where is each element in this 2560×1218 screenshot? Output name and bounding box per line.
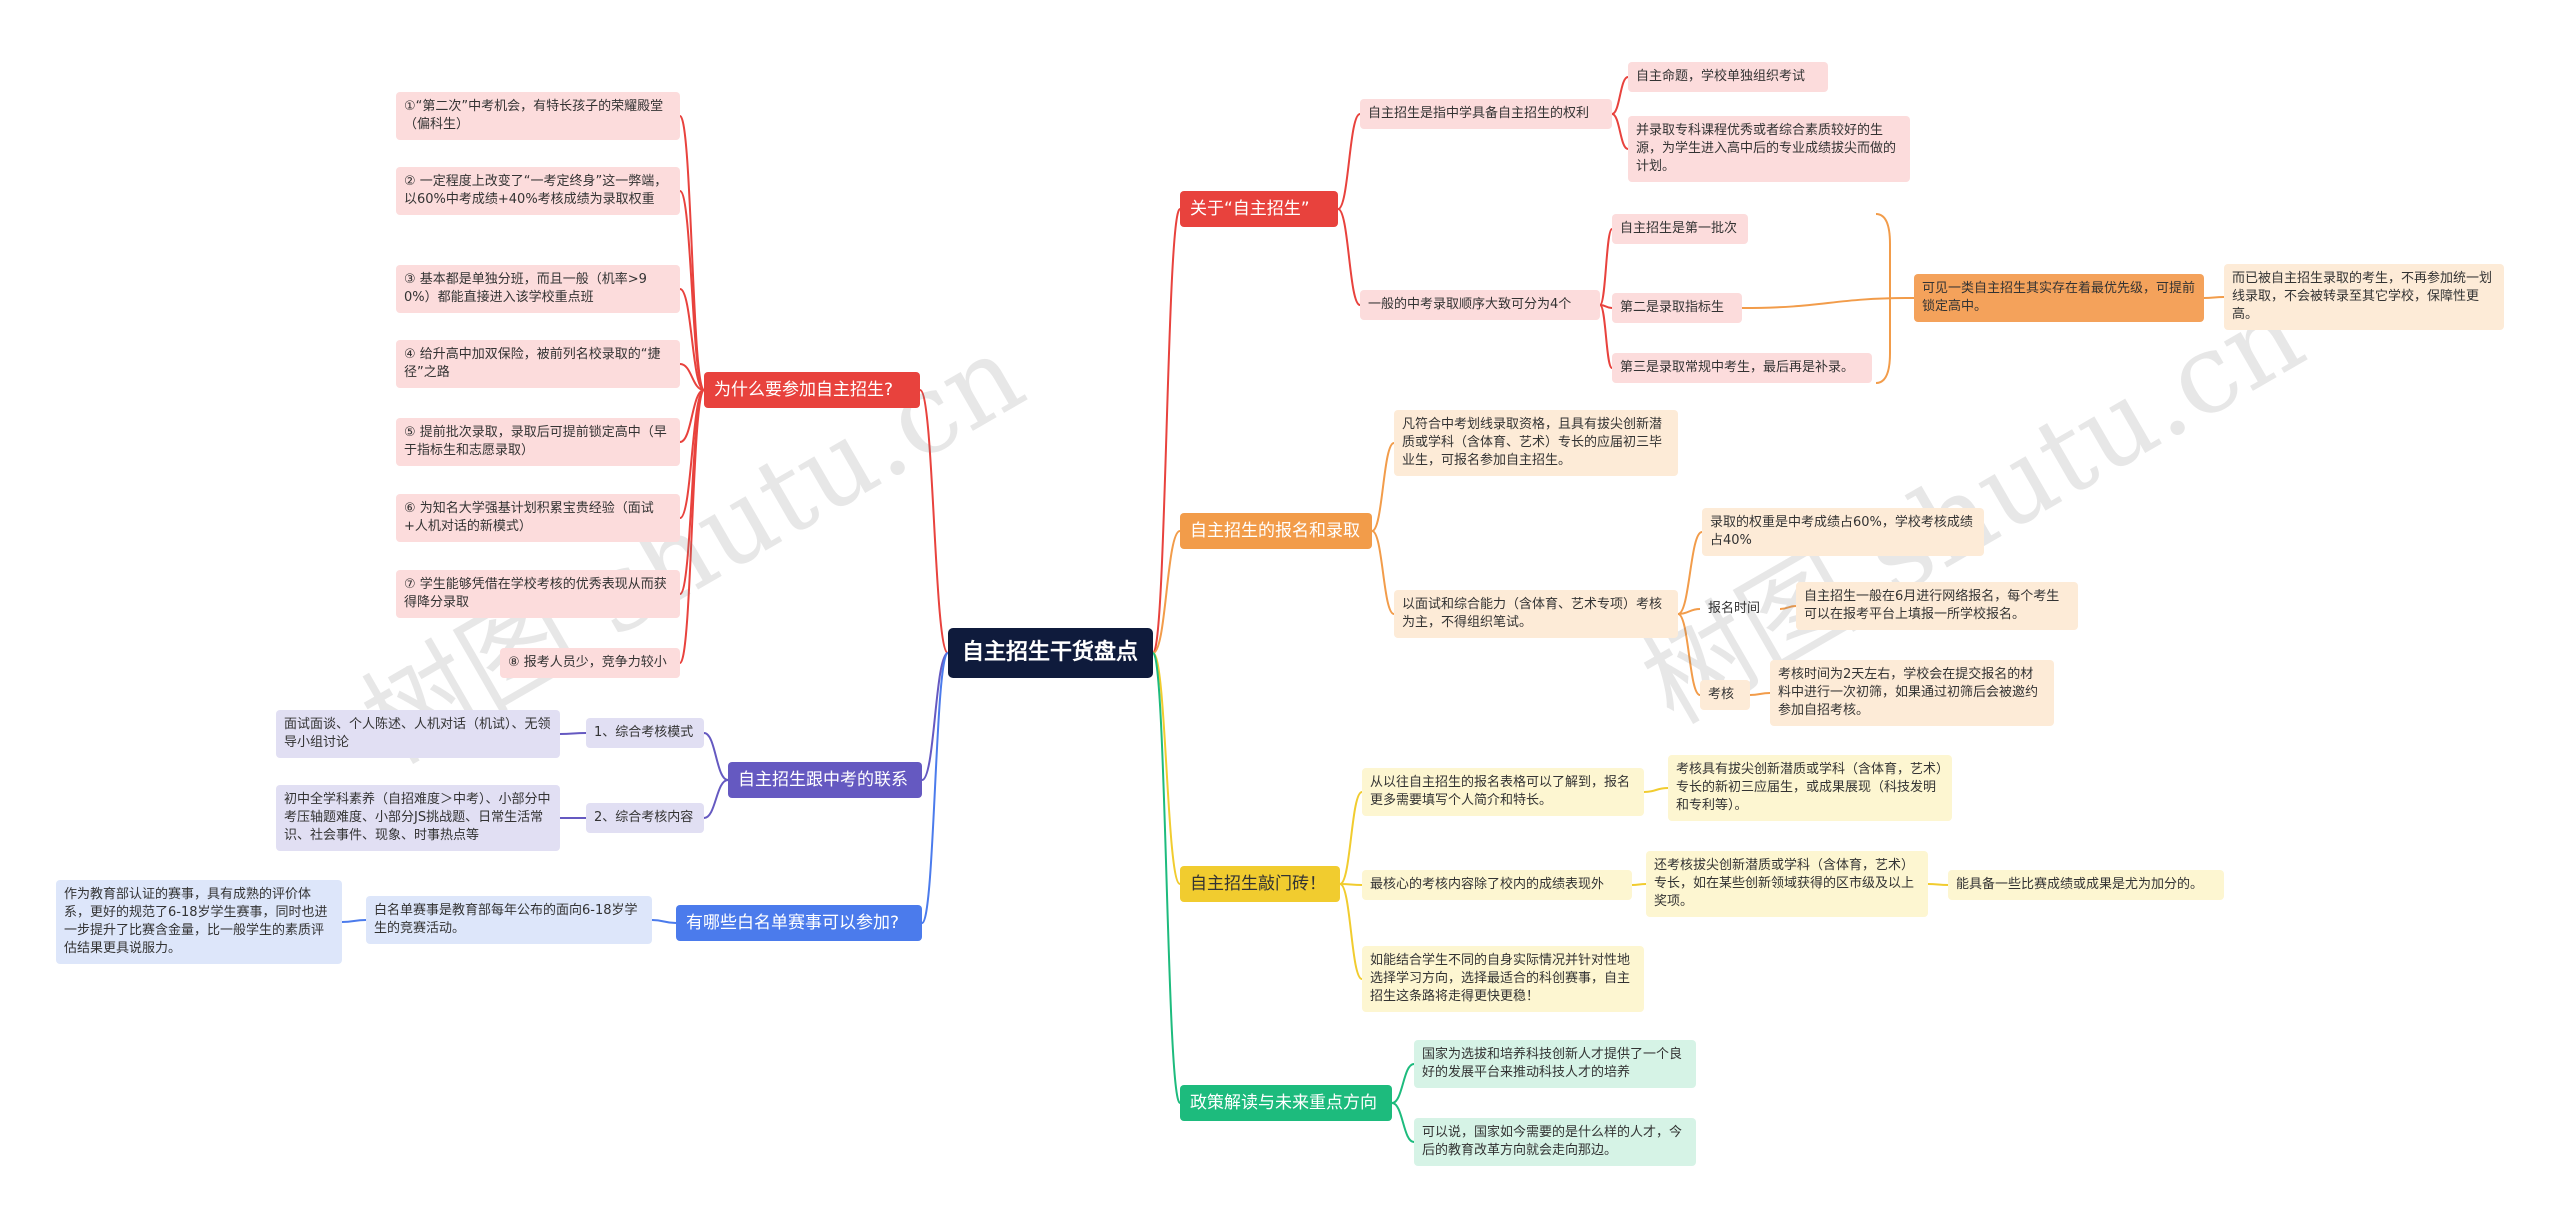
door-core-detail[interactable]: 还考核拔尖创新潜质或学科（含体育，艺术）专长，如在某些创新领域获得的区市级及以上… bbox=[1646, 851, 1928, 917]
connector bbox=[1152, 652, 1181, 885]
connector bbox=[679, 363, 705, 391]
connector bbox=[1152, 208, 1181, 654]
connector bbox=[679, 288, 705, 391]
connector bbox=[651, 919, 677, 924]
why-item-4[interactable]: ④ 给升高中加双保险，被前列名校录取的“捷径”之路 bbox=[396, 340, 680, 388]
connector bbox=[1779, 605, 1797, 610]
connector bbox=[1677, 608, 1701, 615]
connector bbox=[1643, 787, 1669, 793]
connector bbox=[1371, 530, 1395, 615]
about-order[interactable]: 一般的中考录取顺序大致可分为4个 bbox=[1360, 290, 1600, 320]
connector bbox=[1927, 883, 1949, 886]
why-item-3[interactable]: ③ 基本都是单独分班，而且一般（机率>90%）都能直接进入该学校重点班 bbox=[396, 265, 680, 313]
door-resume-detail[interactable]: 考核具有拔尖创新潜质或学科（含体育，艺术）专长的新初三应届生，或成果展现（科技发… bbox=[1668, 755, 1952, 821]
connector bbox=[1677, 531, 1703, 615]
door-resume[interactable]: 从以往自主招生的报名表格可以了解到，报名更多需要填写个人简介和特长。 bbox=[1362, 768, 1644, 816]
connector bbox=[921, 652, 949, 924]
connector bbox=[703, 779, 729, 819]
connector bbox=[1339, 883, 1363, 886]
signup-exam-label[interactable]: 考核 bbox=[1700, 680, 1750, 710]
branch-white[interactable]: 有哪些白名单赛事可以参加? bbox=[676, 905, 922, 941]
connector bbox=[341, 919, 367, 923]
signup-method[interactable]: 以面试和综合能力（含体育、艺术专项）考核为主，不得组织笔试。 bbox=[1394, 590, 1678, 638]
branch-door[interactable]: 自主招生敲门砖！ bbox=[1180, 866, 1340, 902]
about-order-c[interactable]: 第三是录取常规中考生，最后再是补录。 bbox=[1612, 353, 1872, 383]
why-item-1[interactable]: ①“第二次”中考机会，有特长孩子的荣耀殿堂（偏科生） bbox=[396, 92, 680, 140]
policy-platform[interactable]: 国家为选拔和培养科技创新人才提供了一个良好的发展平台来推动科技人才的培养 bbox=[1414, 1040, 1696, 1088]
link-content-detail[interactable]: 初中全学科素养（自招难度＞中考）、小部分中考压轴题难度、小部分JS挑战题、日常生… bbox=[276, 785, 560, 851]
door-advice[interactable]: 如能结合学生不同的自身实际情况并针对性地选择学习方向，选择最适合的科创赛事，自主… bbox=[1362, 946, 1644, 1012]
connector bbox=[1337, 113, 1361, 210]
white-definition[interactable]: 白名单赛事是教育部每年公布的面向6-18岁学生的竞赛活动。 bbox=[366, 896, 652, 944]
door-core[interactable]: 最核心的考核内容除了校内的成绩表现外 bbox=[1362, 870, 1632, 900]
connector bbox=[1339, 791, 1363, 885]
branch-signup[interactable]: 自主招生的报名和录取 bbox=[1180, 513, 1372, 549]
connector bbox=[1611, 113, 1629, 150]
connector bbox=[1749, 692, 1771, 696]
connector bbox=[1371, 442, 1395, 532]
connector bbox=[1152, 652, 1181, 1104]
connector bbox=[559, 732, 587, 735]
connector bbox=[1677, 613, 1701, 696]
link-content[interactable]: 2、综合考核内容 bbox=[586, 803, 704, 833]
connector bbox=[1339, 883, 1363, 980]
about-summary[interactable]: 可见一类自主招生其实存在着最优先级，可提前锁定高中。 bbox=[1914, 274, 2204, 322]
link-mode[interactable]: 1、综合考核模式 bbox=[586, 718, 704, 748]
signup-time-text[interactable]: 自主招生一般在6月进行网络报名，每个考生可以在报考平台上填报一所学校报名。 bbox=[1796, 582, 2078, 630]
branch-about[interactable]: 关于“自主招生” bbox=[1180, 191, 1338, 227]
connector bbox=[1741, 297, 1915, 309]
why-item-6[interactable]: ⑥ 为知名大学强基计划积累宝贵经验（面试+人机对话的新模式） bbox=[396, 494, 680, 542]
signup-eligibility[interactable]: 凡符合中考划线录取资格，且具有拔尖创新潜质或学科（含体育、艺术）专长的应届初三毕… bbox=[1394, 410, 1678, 476]
policy-direction[interactable]: 可以说，国家如今需要的是什么样的人才，今后的教育改革方向就会走向那边。 bbox=[1414, 1118, 1696, 1166]
connector bbox=[1599, 304, 1613, 369]
why-item-8[interactable]: ⑧ 报考人员少，竞争力较小 bbox=[500, 648, 680, 678]
connector bbox=[1152, 530, 1181, 654]
signup-time-label[interactable]: 报名时间 bbox=[1708, 601, 1761, 616]
about-rights-a[interactable]: 自主命题，学校单独组织考试 bbox=[1628, 62, 1828, 92]
connector bbox=[679, 389, 705, 595]
connector bbox=[1391, 1102, 1415, 1143]
connector bbox=[703, 732, 729, 781]
about-rights[interactable]: 自主招生是指中学具备自主招生的权利 bbox=[1360, 99, 1612, 129]
link-mode-detail[interactable]: 面试面谈、个人陈述、人机对话（机试）、无领导小组讨论 bbox=[276, 710, 560, 758]
connector bbox=[1611, 76, 1629, 115]
why-item-7[interactable]: ⑦ 学生能够凭借在学校考核的优秀表现从而获得降分录取 bbox=[396, 570, 680, 618]
connector bbox=[679, 115, 705, 391]
about-rights-b[interactable]: 并录取专科课程优秀或者综合素质较好的生源，为学生进入高中后的专业成绩拔尖而做的计… bbox=[1628, 116, 1910, 182]
connector bbox=[921, 652, 949, 781]
signup-weight[interactable]: 录取的权重是中考成绩占60%，学校考核成绩占40% bbox=[1702, 508, 1984, 556]
connector bbox=[919, 389, 949, 654]
root-topic[interactable]: 自主招生干货盘点 bbox=[948, 628, 1153, 678]
why-item-5[interactable]: ⑤ 提前批次录取，录取后可提前锁定高中（早于指标生和志愿录取） bbox=[396, 418, 680, 466]
white-value[interactable]: 作为教育部认证的赛事，具有成熟的评价体系，更好的规范了6-18岁学生赛事，同时也… bbox=[56, 880, 342, 964]
why-item-2[interactable]: ② 一定程度上改变了“一考定终身”这一弊端，以60%中考成绩+40%考核成绩为录… bbox=[396, 167, 680, 215]
branch-policy[interactable]: 政策解读与未来重点方向 bbox=[1180, 1085, 1392, 1121]
connector bbox=[679, 190, 705, 391]
order-bracket bbox=[1875, 213, 1891, 384]
about-note[interactable]: 而已被自主招生录取的考生，不再参加统一划线录取，不会被转录至其它学校，保障性更高… bbox=[2224, 264, 2504, 330]
signup-exam-text[interactable]: 考核时间为2天左右，学校会在提交报名的材料中进行一次初筛，如果通过初筛后会被邀约… bbox=[1770, 660, 2054, 726]
connector bbox=[1599, 228, 1613, 306]
branch-why[interactable]: 为什么要参加自主招生? bbox=[704, 372, 920, 408]
door-core-bonus[interactable]: 能具备一些比赛成绩或成果是尤为加分的。 bbox=[1948, 870, 2224, 900]
connector bbox=[1337, 208, 1361, 306]
connector bbox=[2203, 296, 2225, 299]
connector bbox=[1391, 1063, 1415, 1104]
connector bbox=[1631, 883, 1647, 886]
connector bbox=[679, 389, 705, 664]
about-order-b[interactable]: 第二是录取指标生 bbox=[1612, 293, 1742, 323]
about-order-a[interactable]: 自主招生是第一批次 bbox=[1612, 214, 1748, 244]
branch-link[interactable]: 自主招生跟中考的联系 bbox=[728, 762, 922, 798]
